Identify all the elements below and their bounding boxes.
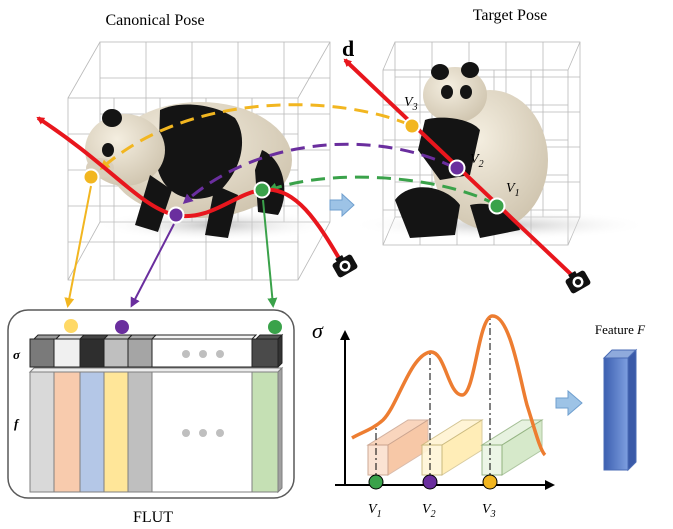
ray-direction-label: d [342, 36, 354, 61]
canonical-panda-illustration [85, 102, 335, 241]
axis-point-v2 [422, 474, 438, 490]
flut-marker-yellow [64, 319, 78, 333]
canonical-point-green [253, 181, 271, 199]
flut-f-label: f [14, 416, 20, 431]
canonical-warped-ray [36, 116, 345, 267]
feature-label: Feature F [595, 322, 646, 337]
feature-vector [602, 348, 638, 472]
density-plot: σ V1 V2 V3 [312, 314, 555, 520]
axis-label-v3: V3 [482, 502, 496, 520]
density-row [29, 333, 284, 369]
axis-point-v1 [368, 474, 384, 490]
density-curve [351, 314, 547, 457]
flut-marker-purple [115, 320, 129, 334]
v1-label: V1 [506, 181, 520, 199]
v2-label: V2 [470, 152, 484, 170]
v3-label: V3 [404, 95, 418, 113]
v2-feature-box [420, 419, 484, 476]
green-lookup-arrow [262, 199, 278, 308]
camera-icon [332, 254, 358, 278]
target-point-v3 [403, 117, 421, 135]
canonical-pose-title: Canonical Pose [105, 12, 204, 29]
aggregate-arrow-icon [555, 389, 583, 417]
feature-columns [28, 366, 284, 494]
target-panda-illustration [350, 62, 650, 240]
axis-label-v2: V2 [422, 502, 436, 520]
yellow-warp-arrow [99, 103, 411, 170]
flut-sigma-label: σ [13, 347, 21, 362]
target-point-v1 [488, 197, 506, 215]
yellow-lookup-arrow [64, 185, 92, 308]
axis-point-v3 [482, 474, 498, 490]
pose-transform-arrow-icon [329, 192, 355, 218]
canonical-point-purple [167, 206, 185, 224]
purple-warp-arrow [182, 142, 456, 204]
sigma-axis-label: σ [312, 318, 324, 343]
camera-icon [565, 270, 591, 294]
axis-label-v1: V1 [368, 502, 382, 520]
target-pose-title: Target Pose [473, 7, 548, 24]
purple-lookup-arrow [130, 223, 175, 308]
flut-marker-green [268, 320, 282, 334]
target-point-v2 [448, 159, 466, 177]
green-warp-arrow [267, 175, 498, 207]
v1-feature-box [366, 419, 430, 476]
canonical-point-yellow [82, 168, 100, 186]
flut-panel: σ f [7, 309, 295, 526]
flut-label: FLUT [133, 509, 173, 526]
